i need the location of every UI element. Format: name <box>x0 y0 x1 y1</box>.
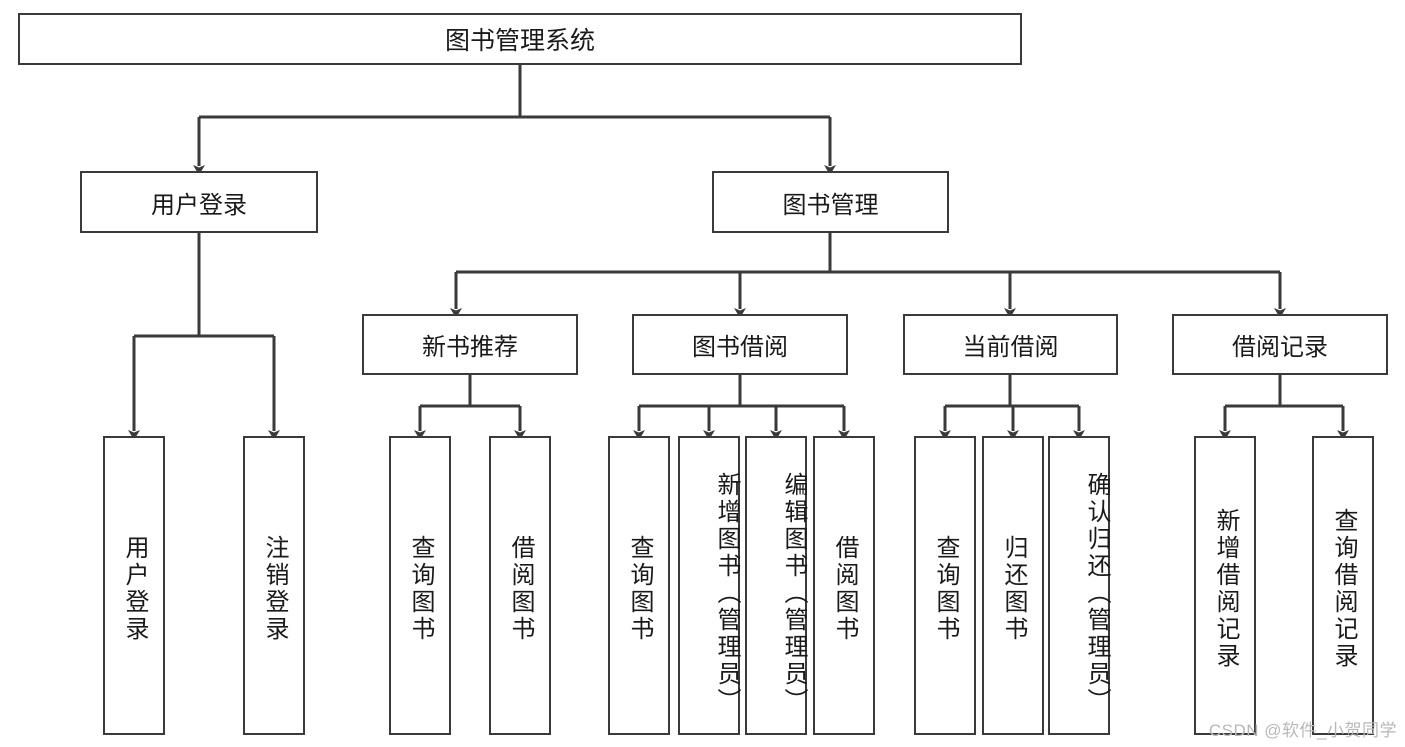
leaf-return-book-label: 归还图书 <box>1000 534 1027 643</box>
leaf-logout-label: 注销登录 <box>261 534 288 643</box>
leaf-borrow-book-label: 借阅图书 <box>831 534 858 643</box>
leaf-add-borrow-record[interactable]: 新增借阅记录 <box>1194 436 1256 735</box>
watermark: CSDN @软件_小贺同学 <box>1208 721 1397 740</box>
leaf-query-borrow-record[interactable]: 查询借阅记录 <box>1312 436 1374 735</box>
leaf-borrow-book-newbook[interactable]: 借阅图书 <box>489 436 551 735</box>
node-book-borrow[interactable]: 图书借阅 <box>632 314 848 375</box>
node-new-book-recommend[interactable]: 新书推荐 <box>362 314 578 375</box>
leaf-add-book-admin-label: 新增图书（管理员） <box>713 472 740 715</box>
leaf-query-book-current[interactable]: 查询图书 <box>914 436 976 735</box>
leaf-borrow-book-newbook-label: 借阅图书 <box>507 534 534 643</box>
leaf-confirm-return-admin[interactable]: 确认归还（管理员） <box>1048 436 1110 735</box>
node-borrow-record-label: 借阅记录 <box>1232 334 1328 361</box>
node-book-management-label: 图书管理 <box>782 191 879 219</box>
leaf-add-borrow-record-label: 新增借阅记录 <box>1212 507 1239 670</box>
node-current-borrow-label: 当前借阅 <box>962 334 1059 361</box>
leaf-user-login-label: 用户登录 <box>121 534 148 643</box>
leaf-query-book-newbook[interactable]: 查询图书 <box>389 436 451 735</box>
leaf-query-book-borrow-label: 查询图书 <box>626 534 653 643</box>
leaf-add-book-admin[interactable]: 新增图书（管理员） <box>678 436 740 735</box>
node-book-borrow-label: 图书借阅 <box>692 334 788 361</box>
leaf-query-book-current-label: 查询图书 <box>932 534 959 643</box>
node-user-login[interactable]: 用户登录 <box>80 171 318 233</box>
leaf-logout[interactable]: 注销登录 <box>243 436 305 735</box>
leaf-return-book[interactable]: 归还图书 <box>982 436 1044 735</box>
leaf-user-login[interactable]: 用户登录 <box>103 436 165 735</box>
node-new-book-recommend-label: 新书推荐 <box>422 334 518 361</box>
node-root-label: 图书管理系统 <box>444 27 595 55</box>
node-current-borrow[interactable]: 当前借阅 <box>903 314 1118 375</box>
leaf-query-book-newbook-label: 查询图书 <box>407 534 434 643</box>
leaf-edit-book-admin-label: 编辑图书（管理员） <box>780 472 807 715</box>
leaf-borrow-book[interactable]: 借阅图书 <box>813 436 875 735</box>
node-user-login-label: 用户登录 <box>151 191 247 219</box>
leaf-query-borrow-record-label: 查询借阅记录 <box>1330 507 1357 670</box>
leaf-edit-book-admin[interactable]: 编辑图书（管理员） <box>745 436 807 735</box>
node-borrow-record[interactable]: 借阅记录 <box>1172 314 1388 375</box>
node-book-management[interactable]: 图书管理 <box>712 171 949 233</box>
leaf-confirm-return-admin-label: 确认归还（管理员） <box>1083 472 1110 715</box>
node-root[interactable]: 图书管理系统 <box>18 13 1022 65</box>
leaf-query-book-borrow[interactable]: 查询图书 <box>608 436 670 735</box>
